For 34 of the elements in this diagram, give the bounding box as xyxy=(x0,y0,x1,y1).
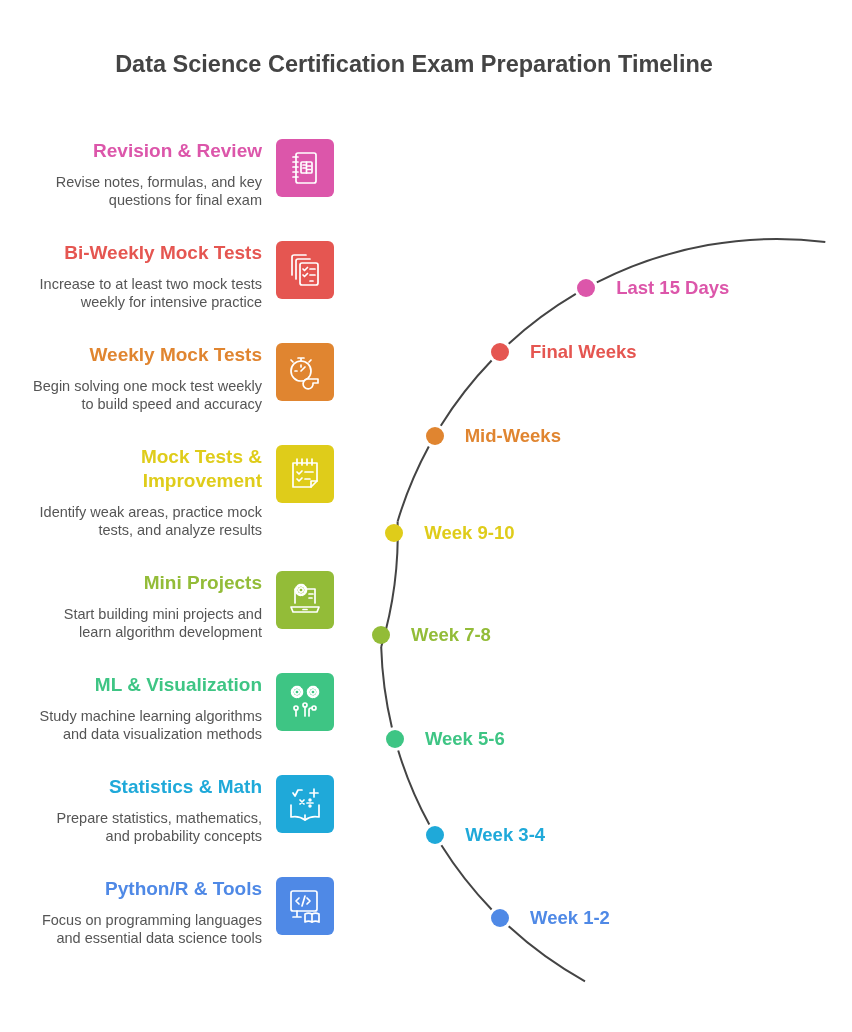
step-heading: Weekly Mock Tests xyxy=(88,343,262,367)
step-heading: Mock Tests & Improvement xyxy=(139,445,262,493)
timeline-line xyxy=(380,520,399,648)
diagram-title: Data Science Certification Exam Preparation Timeline xyxy=(115,50,713,78)
step-heading: Bi-Weekly Mock Tests xyxy=(63,241,262,265)
step-description: Identify weak areas, practice mock tests, and analyze results xyxy=(38,503,262,539)
timeline-line xyxy=(439,359,493,427)
timeline-line xyxy=(440,844,493,911)
step-description: Begin solving one mock test weekly to build speed and accuracy xyxy=(32,377,262,413)
timeline-line xyxy=(380,646,393,729)
step-heading: Statistics & Math xyxy=(107,775,262,799)
step-description: Study machine learning algorithms and data visualization methods xyxy=(38,707,262,743)
timeline-line xyxy=(595,238,827,284)
timeline-line xyxy=(507,292,577,345)
step-heading: Python/R & Tools xyxy=(104,877,262,901)
milestone-label: Mid-Weeks xyxy=(464,425,561,447)
milestone-label: Week 7-8 xyxy=(411,624,491,646)
step-heading: ML & Visualization xyxy=(93,673,262,697)
milestone-label: Final Weeks xyxy=(530,341,637,363)
milestone-label: Week 1-2 xyxy=(530,907,610,929)
milestone-label: Week 9-10 xyxy=(424,522,515,544)
milestone-label: Last 15 Days xyxy=(616,277,730,299)
milestone-label: Week 3-4 xyxy=(465,824,546,846)
step-description: Focus on programming languages and essential data science tools xyxy=(40,911,262,947)
milestone-label: Week 5-6 xyxy=(424,728,505,750)
step-description: Prepare statistics, mathematics, and probability concepts xyxy=(55,809,262,845)
step-description: Revise notes, formulas, and key questions for final exam xyxy=(54,173,262,209)
step-heading: Mini Projects xyxy=(142,571,262,595)
timeline-line xyxy=(507,925,586,983)
timeline-line xyxy=(397,749,431,826)
step-description: Increase to at least two mock tests weekly for intensive practice xyxy=(38,275,262,311)
timeline-line xyxy=(396,445,430,523)
step-description: Start building mini projects and learn algorithm development xyxy=(62,605,262,641)
step-heading: Revision & Review xyxy=(92,139,262,163)
